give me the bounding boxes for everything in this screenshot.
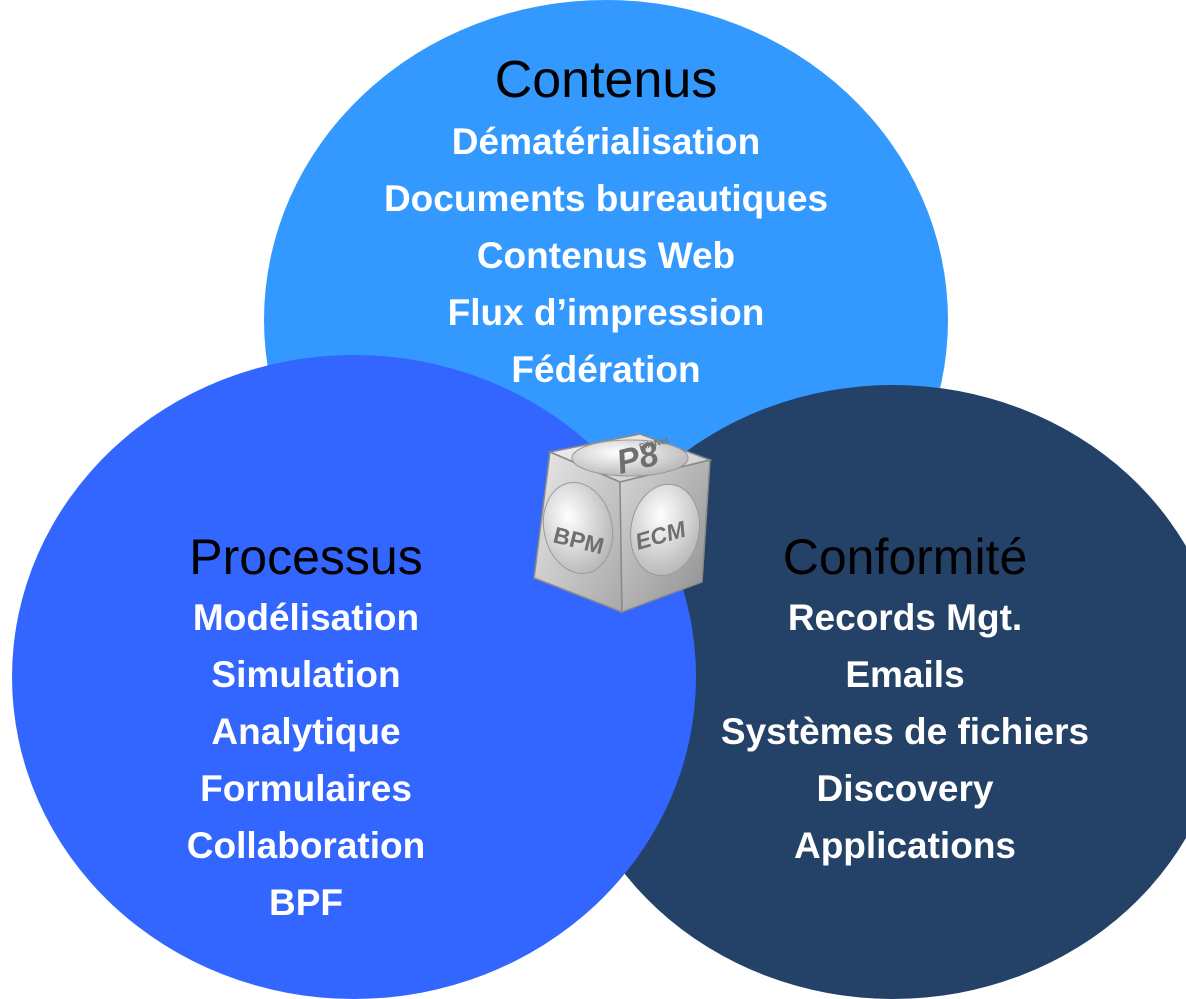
conformite-circle <box>560 385 1186 999</box>
contenus-title: Contenus <box>494 51 718 109</box>
list-item: Documents bureautiques <box>383 178 829 220</box>
list-item: Analytique <box>211 711 401 752</box>
conformite-items: Records Mgt. Emails Systèmes de fichiers… <box>721 589 1089 874</box>
list-item: Systèmes de fichiers <box>720 711 1090 752</box>
list-item: BPF <box>268 882 343 923</box>
processus-group: Processus Modélisation Simulation Analyt… <box>187 530 425 931</box>
processus-title: Processus <box>189 529 423 585</box>
list-item: Emails <box>845 654 965 695</box>
list-item: Simulation <box>211 654 401 695</box>
list-item: Discovery <box>816 768 994 809</box>
contenus-items: Dématérialisation Documents bureautiques… <box>384 113 828 398</box>
list-item: Dématérialisation <box>451 121 761 163</box>
processus-items: Modélisation Simulation Analytique Formu… <box>187 589 425 931</box>
contenus-group: Contenus Dématérialisation Documents bur… <box>384 51 828 398</box>
list-item: Contenus Web <box>476 235 736 277</box>
processus-circle <box>12 355 696 999</box>
conformite-title: Conformité <box>782 529 1028 585</box>
filenet-p8-cube-icon: FileNet P8 BPM ECM <box>522 430 722 620</box>
conformite-group: Conformité Records Mgt. Emails Systèmes … <box>721 530 1089 874</box>
list-item: Formulaires <box>200 768 412 809</box>
list-item: Collaboration <box>186 825 426 866</box>
list-item: Records Mgt. <box>787 597 1023 638</box>
list-item: Flux d’impression <box>447 292 765 334</box>
list-item: Fédération <box>511 349 701 391</box>
list-item: Applications <box>793 825 1017 866</box>
list-item: Modélisation <box>192 597 420 638</box>
